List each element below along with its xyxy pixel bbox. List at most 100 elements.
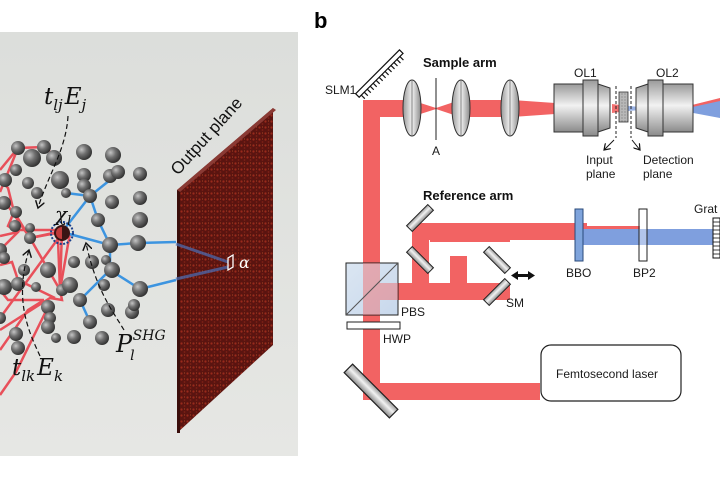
bbo-crystal bbox=[574, 208, 584, 262]
sm-translation-arrow bbox=[511, 271, 535, 280]
label-pbs: PBS bbox=[401, 305, 425, 319]
label-hwp: HWP bbox=[383, 332, 411, 346]
left-panel: tljEj χl tlkEk PlSHG α Output plane bbox=[0, 32, 298, 456]
molecule-sphere bbox=[51, 171, 69, 189]
detection-plane-arrow bbox=[631, 139, 640, 150]
label-alpha: α bbox=[239, 253, 250, 272]
molecule-sphere bbox=[91, 213, 105, 227]
femtosecond-laser bbox=[540, 344, 682, 402]
input-plane-arrow bbox=[604, 139, 615, 150]
molecule-sphere bbox=[133, 191, 147, 205]
molecule-sphere bbox=[133, 167, 147, 181]
molecule-sphere bbox=[85, 255, 99, 269]
label-input-plane-1: Input bbox=[586, 153, 613, 167]
slm-pixel bbox=[384, 70, 390, 76]
slm-pixel bbox=[381, 73, 387, 79]
slm1 bbox=[354, 49, 404, 100]
label-laser: Femtosecond laser bbox=[556, 367, 658, 381]
label-P-SHG: PlSHG bbox=[115, 328, 166, 364]
molecule-sphere bbox=[0, 252, 10, 264]
lens-1 bbox=[402, 79, 422, 137]
ref-path-gap-2 bbox=[467, 244, 487, 254]
molecule-sphere bbox=[0, 312, 6, 324]
molecule-sphere bbox=[62, 277, 78, 293]
molecule-sphere bbox=[0, 196, 11, 210]
annotation-arrows bbox=[21, 115, 125, 357]
slm-pixel bbox=[366, 88, 372, 94]
label-aperture: A bbox=[432, 144, 440, 158]
molecule-sphere bbox=[23, 149, 41, 167]
alpha-pixel-marker bbox=[227, 253, 234, 272]
molecule-sphere bbox=[77, 168, 91, 182]
blue-beams bbox=[175, 242, 229, 281]
molecule-sphere bbox=[98, 279, 110, 291]
molecule-sphere bbox=[0, 173, 12, 187]
label-tlj-Ej: tljEj bbox=[44, 84, 87, 114]
label-slm1: SLM1 bbox=[325, 83, 357, 97]
molecule-sphere bbox=[83, 315, 97, 329]
slm-pixel bbox=[393, 62, 398, 67]
molecule-sphere bbox=[41, 300, 55, 314]
slm-pixel bbox=[378, 76, 384, 82]
residual-red-beam-2 bbox=[688, 98, 720, 108]
molecule-sphere bbox=[9, 220, 21, 232]
label-detection-plane-2: plane bbox=[643, 167, 673, 181]
objective-ol2 bbox=[635, 79, 694, 137]
ref-mirror-1 bbox=[405, 203, 435, 233]
label-bbo: BBO bbox=[566, 266, 591, 280]
slm-pixel bbox=[387, 67, 392, 73]
lens-3 bbox=[500, 79, 520, 137]
slm-pixel bbox=[390, 64, 395, 70]
molecule-sphere bbox=[76, 144, 92, 160]
sm-mirror-bottom bbox=[482, 277, 512, 307]
molecule-sphere bbox=[0, 279, 12, 295]
molecule-sphere bbox=[11, 141, 25, 155]
molecule-sphere bbox=[68, 256, 80, 268]
sample bbox=[618, 91, 629, 123]
molecule-sphere bbox=[132, 212, 148, 228]
molecule-sphere bbox=[130, 235, 146, 251]
label-chi-l: χl bbox=[53, 202, 71, 229]
molecule-sphere bbox=[101, 255, 111, 265]
molecule-sphere bbox=[128, 299, 140, 311]
molecule-sphere bbox=[25, 223, 35, 233]
molecule-sphere bbox=[132, 281, 148, 297]
lens-2 bbox=[451, 79, 471, 137]
molecule-spheres bbox=[0, 140, 148, 355]
label-tlk-Ek: tlkEk bbox=[12, 355, 63, 385]
molecule-sphere bbox=[31, 187, 43, 199]
residual-red-beam bbox=[580, 226, 640, 229]
molecule-sphere bbox=[102, 237, 118, 253]
molecule-sphere bbox=[83, 189, 97, 203]
sample-arm-title: Sample arm bbox=[423, 55, 497, 70]
molecule-sphere bbox=[41, 320, 55, 334]
molecule-sphere bbox=[95, 331, 109, 345]
label-sm: SM bbox=[506, 296, 524, 310]
bottom-mirror bbox=[343, 363, 399, 419]
pbs-cube bbox=[345, 262, 399, 316]
molecule-sphere bbox=[111, 165, 125, 179]
slm-pixel bbox=[372, 82, 378, 88]
label-detection-plane-1: Detection bbox=[643, 153, 694, 167]
molecule-sphere bbox=[31, 282, 41, 292]
molecule-sphere bbox=[73, 293, 87, 307]
slm-pixel bbox=[399, 56, 404, 61]
molecule-sphere bbox=[51, 333, 61, 343]
slm-pixel bbox=[360, 94, 366, 100]
output-plane bbox=[177, 108, 276, 433]
label-grating: Grat bbox=[694, 202, 718, 216]
molecule-sphere bbox=[46, 150, 62, 166]
panel-label-b: b bbox=[314, 8, 327, 33]
bp2-filter bbox=[638, 208, 648, 262]
molecule-sphere bbox=[61, 188, 71, 198]
label-input-plane-2: plane bbox=[586, 167, 616, 181]
objective-ol1 bbox=[553, 79, 611, 137]
slm-pixel bbox=[396, 59, 401, 64]
molecule-sphere bbox=[11, 277, 25, 291]
chi-scatterer bbox=[50, 221, 74, 245]
molecule-sphere bbox=[24, 232, 36, 244]
ref-mirror-2 bbox=[405, 245, 435, 275]
molecule-sphere bbox=[104, 262, 120, 278]
molecule-sphere bbox=[105, 195, 119, 209]
hwp bbox=[346, 321, 401, 330]
